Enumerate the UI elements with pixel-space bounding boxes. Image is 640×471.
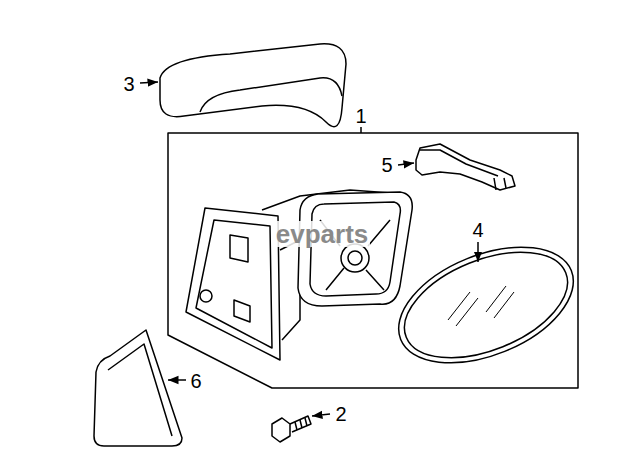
- mirror-housing: [186, 190, 412, 360]
- trim-cover: [94, 330, 182, 446]
- leader-line: [477, 242, 479, 262]
- leader-line: [398, 163, 414, 165]
- watermark: evparts: [274, 221, 371, 247]
- callout-number: 2: [335, 404, 346, 424]
- cover-cap: [160, 44, 346, 127]
- bolt: [272, 416, 311, 442]
- callout-number: 4: [472, 220, 483, 240]
- mirror-glass: [382, 224, 590, 386]
- leader-line: [360, 127, 362, 133]
- callout-number: 6: [190, 371, 201, 391]
- signal-bracket: [416, 144, 515, 190]
- callout-number: 3: [123, 74, 134, 94]
- callout-number: 1: [355, 106, 366, 126]
- leader-line: [140, 82, 158, 83]
- leader-line: [168, 379, 186, 381]
- callout-number: 5: [381, 155, 392, 175]
- leader-line: [312, 414, 330, 416]
